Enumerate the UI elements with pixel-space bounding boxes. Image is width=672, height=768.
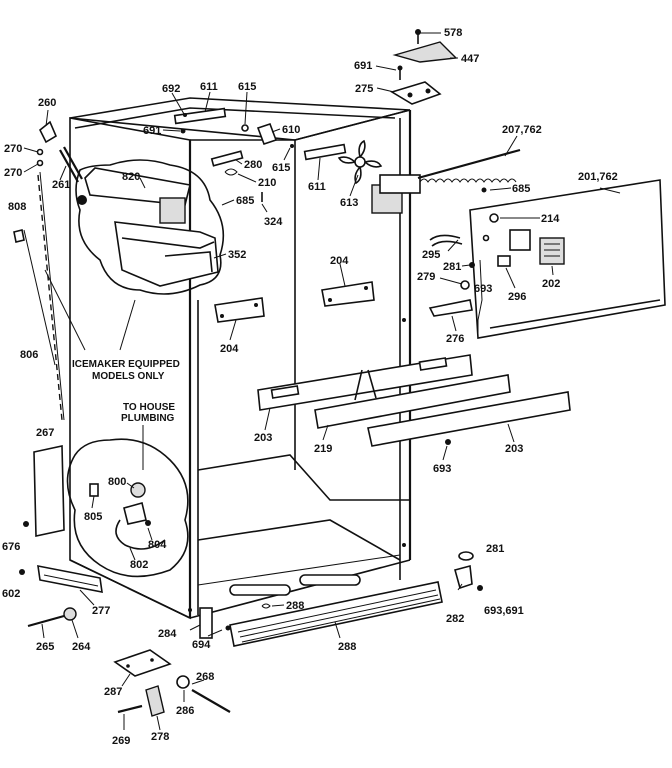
- label-287: 287: [104, 686, 122, 698]
- label-615: 615: [238, 81, 256, 93]
- label-447: 447: [461, 53, 479, 65]
- label-214: 214: [541, 213, 560, 225]
- evaporator-heater: [417, 148, 521, 193]
- label-280: 280: [244, 159, 262, 171]
- label-613: 613: [340, 197, 358, 209]
- label-693: 693: [433, 463, 451, 475]
- label-800: 800: [108, 476, 126, 488]
- lower-left-parts: [19, 565, 103, 628]
- label-602: 602: [2, 588, 20, 600]
- plumbing-note-line2: PLUMBING: [121, 413, 175, 424]
- label-685: 685: [512, 183, 530, 195]
- label-278: 278: [151, 731, 169, 743]
- label-203: 203: [505, 443, 523, 455]
- icemaker-note-leaders: [23, 229, 136, 366]
- label-284: 284: [158, 628, 177, 640]
- label-806: 806: [20, 349, 38, 361]
- label-219: 219: [314, 443, 332, 455]
- leveling-parts: [113, 649, 231, 717]
- label-352: 352: [228, 249, 246, 261]
- label-808: 808: [8, 201, 26, 213]
- label-802: 802: [130, 559, 148, 571]
- mullion-brackets: [214, 281, 375, 323]
- label-693-691: 693,691: [484, 605, 524, 617]
- mullion-rails: [257, 354, 571, 447]
- label-202: 202: [542, 278, 560, 290]
- lower-right-parts: [454, 551, 483, 591]
- label-578: 578: [444, 27, 462, 39]
- icemaker-note-line1: ICEMAKER EQUIPPED: [72, 359, 180, 370]
- label-281: 281: [486, 543, 504, 555]
- plumbing-note-line1: TO HOUSE: [123, 402, 175, 413]
- label-279: 279: [417, 271, 435, 283]
- label-296: 296: [508, 291, 526, 303]
- label-324: 324: [264, 216, 283, 228]
- label-270: 270: [4, 143, 22, 155]
- label-804: 804: [148, 539, 167, 551]
- label-610: 610: [282, 124, 300, 136]
- leader-lines: [23, 32, 621, 731]
- label-820: 820: [122, 171, 140, 183]
- label-288: 288: [338, 641, 356, 653]
- label-201-762: 201,762: [578, 171, 618, 183]
- icemaker-assembly: [75, 159, 225, 295]
- control-panel: [428, 179, 666, 339]
- evaporator-fan: [337, 139, 421, 214]
- top-hinge-cover-group: [390, 29, 458, 105]
- label-275: 275: [355, 83, 373, 95]
- label-611: 611: [200, 81, 218, 93]
- label-269: 269: [112, 735, 130, 747]
- label-207-762: 207,762: [502, 124, 542, 136]
- label-693: 693: [474, 283, 492, 295]
- icemaker-note-line2: MODELS ONLY: [92, 371, 165, 382]
- water-line-parts: [13, 120, 83, 421]
- top-rail-parts: [173, 107, 347, 202]
- label-260: 260: [38, 97, 56, 109]
- label-676: 676: [2, 541, 20, 553]
- label-276: 276: [446, 333, 464, 345]
- label-295: 295: [422, 249, 440, 261]
- label-277: 277: [92, 605, 110, 617]
- label-282: 282: [446, 613, 464, 625]
- label-261: 261: [52, 179, 70, 191]
- label-685: 685: [236, 195, 254, 207]
- label-286: 286: [176, 705, 194, 717]
- label-615: 615: [272, 162, 290, 174]
- label-281: 281: [443, 261, 461, 273]
- notes: ICEMAKER EQUIPPED MODELS ONLY TO HOUSE P…: [72, 359, 180, 424]
- label-270: 270: [4, 167, 22, 179]
- label-267: 267: [36, 427, 54, 439]
- label-210: 210: [258, 177, 276, 189]
- label-694: 694: [192, 639, 211, 651]
- label-691: 691: [354, 60, 372, 72]
- front-grille: [199, 581, 443, 647]
- part-labels: 578 447 691 275 692 611 615 691 610 615 …: [2, 27, 618, 747]
- label-268: 268: [196, 671, 214, 683]
- label-204: 204: [330, 255, 349, 267]
- side-panel-267: [23, 445, 65, 537]
- label-805: 805: [84, 511, 102, 523]
- label-611: 611: [308, 181, 326, 193]
- label-203: 203: [254, 432, 272, 444]
- label-264: 264: [72, 641, 91, 653]
- label-288: 288: [286, 600, 304, 612]
- plumbing-detail: [66, 425, 189, 578]
- label-692: 692: [162, 83, 180, 95]
- label-204: 204: [220, 343, 239, 355]
- label-691: 691: [143, 125, 161, 137]
- label-265: 265: [36, 641, 54, 653]
